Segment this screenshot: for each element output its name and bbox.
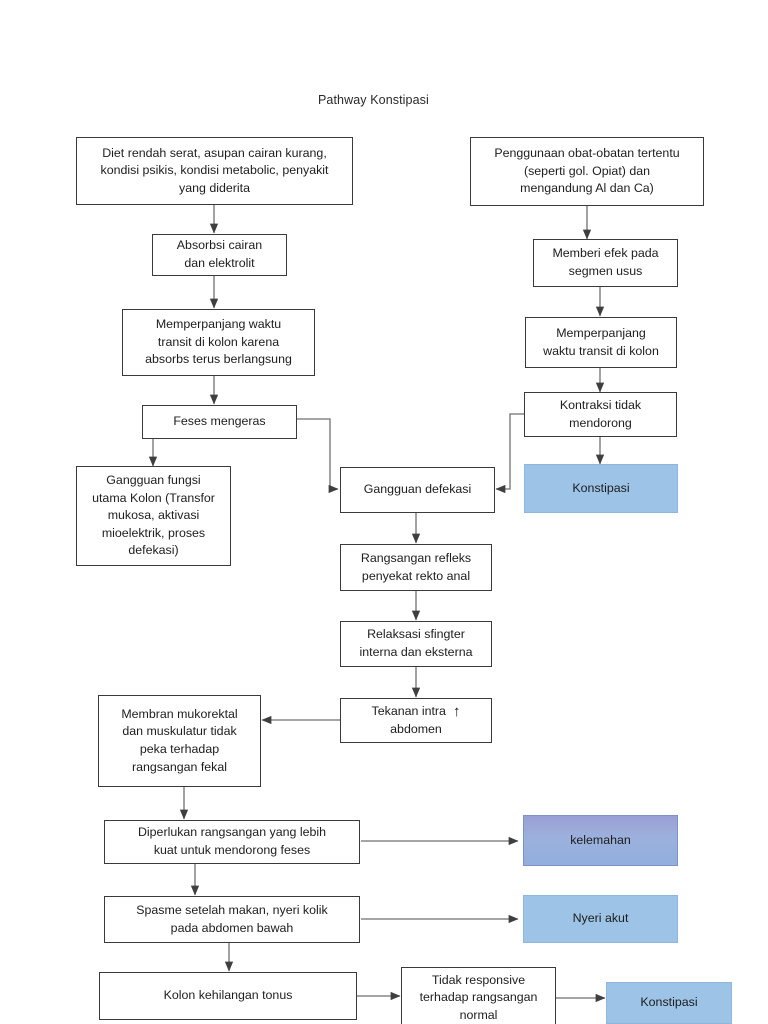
node-penggunaan-obat: Penggunaan obat-obatan tertentu (seperti… — [470, 137, 704, 206]
edge-feses-to-gangguan-defekasi — [297, 418, 339, 494]
node-label: Penggunaan obat-obatan tertentu (seperti… — [494, 146, 680, 196]
node-label: Konstipasi — [640, 995, 698, 1010]
node-label: Memperpanjang waktu transit di kolon — [543, 325, 659, 358]
node-gangguan-defekasi: Gangguan defekasi — [340, 467, 495, 513]
node-label: kelemahan — [570, 832, 631, 847]
node-memperpanjang-waktu-transit-kolon: Memperpanjang waktu transit di kolon — [525, 317, 677, 368]
node-label: Konstipasi — [572, 480, 630, 495]
node-konstipasi-kanan: Konstipasi — [524, 464, 678, 513]
node-label: Diet rendah serat, asupan cairan kurang,… — [100, 145, 329, 195]
node-label: Tekanan intra — [371, 703, 446, 718]
node-label: Memperpanjang waktu transit di kolon kar… — [145, 317, 292, 367]
node-kontraksi-tidak-mendorong: Kontraksi tidak mendorong — [524, 392, 677, 437]
node-label-line2: abdomen — [390, 721, 442, 736]
node-label: Kolon kehilangan tonus — [163, 988, 293, 1003]
node-label: Memberi efek pada segmen usus — [552, 246, 659, 278]
node-label: Absorbsi cairan dan elektrolit — [176, 238, 263, 270]
node-feses-mengeras: Feses mengeras — [142, 405, 297, 439]
edge-kontraksi-to-gangguan-defekasi — [495, 413, 524, 494]
node-label: Rangsangan refleks penyekat rekto anal — [360, 550, 472, 583]
node-label: Feses mengeras — [173, 414, 266, 429]
node-tekanan-intra-abdomen: Tekanan intra ↑ abdomen — [340, 698, 492, 743]
node-label: Tidak responsive terhadap rangsangan nor… — [419, 972, 538, 1022]
node-kelemahan: kelemahan — [523, 815, 678, 866]
node-tidak-responsive: Tidak responsive terhadap rangsangan nor… — [401, 967, 556, 1024]
node-label-wrapper: Tekanan intra ↑ abdomen — [372, 703, 461, 738]
node-label: Diperlukan rangsangan yang lebih kuat un… — [137, 825, 327, 857]
node-membran-mukorektal: Membran mukorektal dan muskulatur tidak … — [98, 695, 261, 787]
node-spasme-setelah-makan: Spasme setelah makan, nyeri kolik pada a… — [104, 896, 360, 943]
node-label: Spasme setelah makan, nyeri kolik pada a… — [136, 902, 328, 935]
node-memperpanjang-waktu-transit: Memperpanjang waktu transit di kolon kar… — [122, 309, 315, 376]
node-absorbsi-cairan: Absorbsi cairan dan elektrolit — [152, 234, 287, 276]
node-nyeri-akut: Nyeri akut — [523, 895, 678, 943]
node-rangsangan-refleks: Rangsangan refleks penyekat rekto anal — [340, 544, 492, 591]
node-label: Gangguan defekasi — [363, 482, 472, 497]
node-label: Membran mukorektal dan muskulatur tidak … — [121, 706, 238, 774]
node-gangguan-fungsi-kolon: Gangguan fungsi utama Kolon (Transfor mu… — [76, 466, 231, 566]
node-diperlukan-rangsangan: Diperlukan rangsangan yang lebih kuat un… — [104, 820, 360, 864]
diagram-title: Pathway Konstipasi — [318, 93, 429, 107]
node-label: Kontraksi tidak mendorong — [559, 397, 642, 430]
node-label: Nyeri akut — [572, 911, 629, 926]
node-label: Gangguan fungsi utama Kolon (Transfor mu… — [92, 472, 215, 558]
node-kolon-kehilangan-tonus: Kolon kehilangan tonus — [99, 972, 357, 1020]
node-memberi-efek: Memberi efek pada segmen usus — [533, 239, 678, 287]
node-label: Relaksasi sfingter interna dan eksterna — [359, 627, 473, 659]
node-konstipasi-bawah: Konstipasi — [606, 982, 732, 1024]
node-relaksasi-sfingter: Relaksasi sfingter interna dan eksterna — [340, 621, 492, 667]
node-diet-rendah-serat: Diet rendah serat, asupan cairan kurang,… — [76, 137, 353, 205]
increase-up-arrow-icon: ↑ — [452, 702, 461, 720]
